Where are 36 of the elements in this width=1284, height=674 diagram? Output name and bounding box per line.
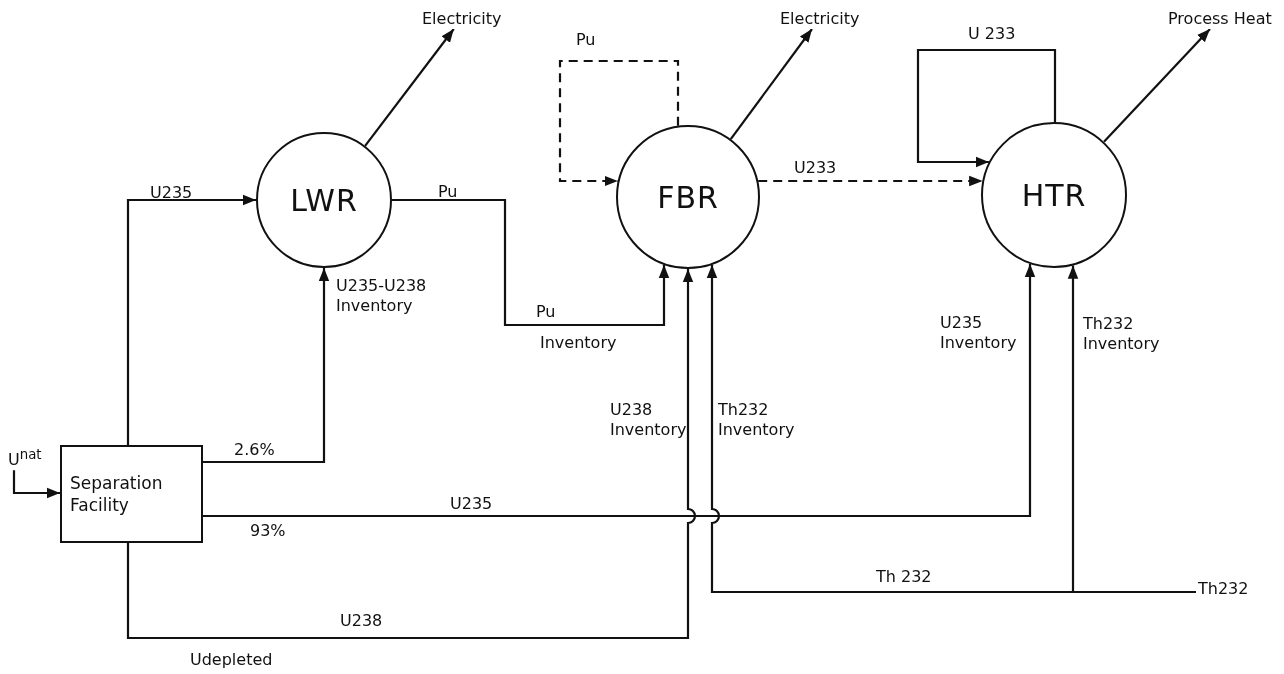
flow-arrow <box>916 48 1057 168</box>
flow-arrow <box>1067 265 1196 594</box>
edge-label: U 233 <box>968 24 1017 44</box>
edge-label: U235-U238 Inventory <box>336 276 428 316</box>
flow-note: U235 Inventory <box>940 313 1018 353</box>
edge-label: Th232 Inventory <box>1083 314 1161 354</box>
edge-label: U238 <box>340 611 384 631</box>
edge-label: Pu <box>438 182 459 202</box>
flow-arrow <box>203 263 1036 518</box>
flow-note: Udepleted <box>190 650 274 670</box>
node-label: LWR <box>290 182 358 218</box>
flow-arrow <box>758 175 983 187</box>
facility-box <box>60 445 203 543</box>
flow-note: Th232 Inventory <box>718 400 796 440</box>
flow-arrow <box>558 59 680 187</box>
flow-arrow <box>126 269 696 640</box>
node-label: Separation Facility <box>70 471 164 517</box>
flow-note: Inventory <box>540 333 618 353</box>
edge-label: U233 <box>794 158 838 178</box>
flow-note: 93% <box>250 521 287 541</box>
flow-note: Pu <box>536 302 557 322</box>
flow-note: U238 Inventory <box>610 400 688 440</box>
node-label: HTR <box>1021 177 1087 213</box>
flow-arrow <box>729 28 813 140</box>
flow-note: 2.6% <box>234 440 276 460</box>
edge-label: U235 <box>450 494 494 514</box>
edge-label: U235 <box>150 183 194 203</box>
edge-label: Pu <box>576 30 597 50</box>
flow-arrow <box>1103 28 1211 143</box>
flow-arrow <box>12 470 60 499</box>
edge-label: Th 232 <box>876 567 933 587</box>
flow-arrow <box>126 194 256 445</box>
flow-arrow <box>392 198 670 327</box>
flow-arrow <box>203 268 330 464</box>
flow-arrow <box>364 28 455 147</box>
node-label: FBR <box>657 179 719 215</box>
